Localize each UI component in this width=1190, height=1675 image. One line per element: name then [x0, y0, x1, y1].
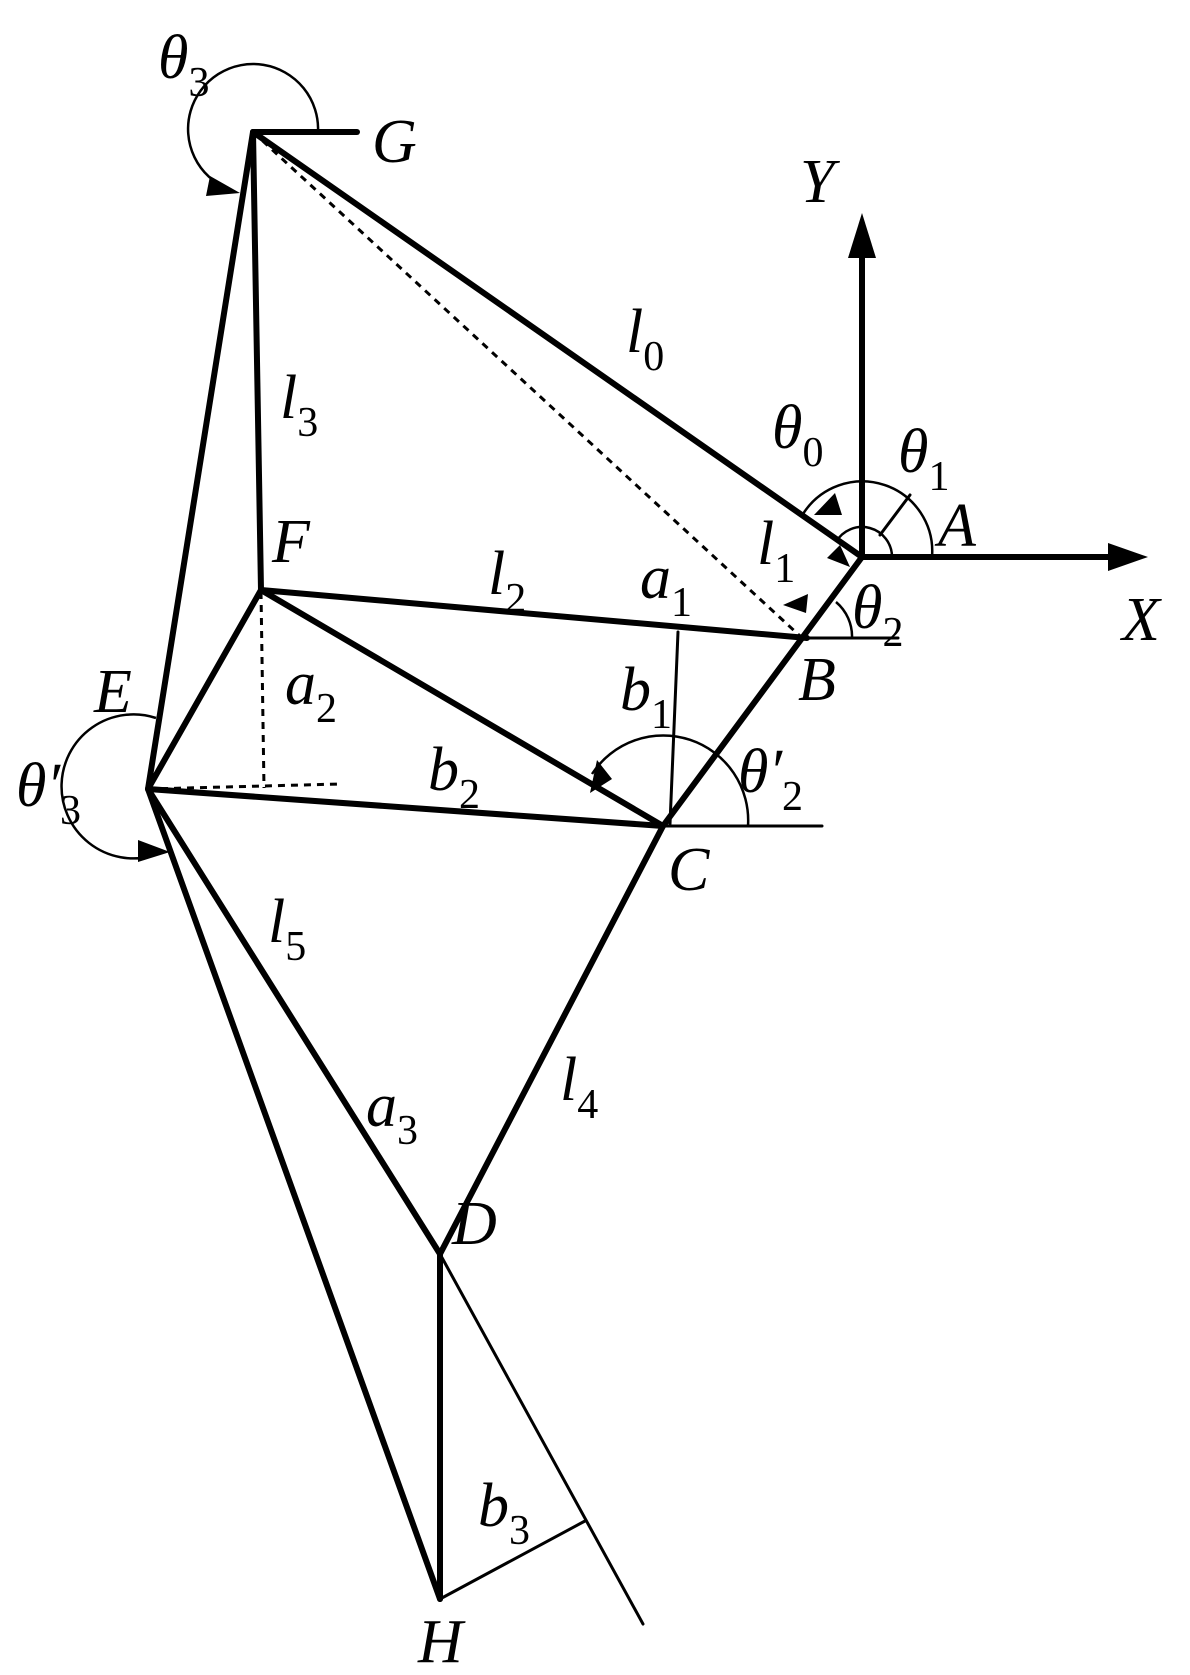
arc-theta3 — [186, 62, 320, 191]
link-l0-G-A — [250, 129, 865, 560]
linkage-bars — [145, 129, 865, 1602]
label-l0: l0 — [626, 298, 664, 380]
link-b2-E-C — [145, 786, 666, 829]
arrowhead-theta2 — [783, 594, 808, 613]
arc-theta3-prime — [60, 713, 157, 860]
x-axis-arrowhead — [1108, 543, 1148, 571]
arc-theta2 — [835, 601, 854, 639]
angle-labels: θ3 θ′3 θ′2 θ2 θ0 θ1 — [16, 24, 949, 834]
label-l3: l3 — [280, 364, 318, 446]
label-Y: Y — [800, 148, 840, 216]
construction-lines — [147, 130, 900, 1626]
label-D: D — [451, 1190, 497, 1258]
label-l4: l4 — [560, 1046, 598, 1128]
label-F: F — [271, 508, 311, 576]
label-theta2: θ2 — [852, 574, 903, 656]
arrowhead-theta3-prime — [138, 840, 170, 862]
label-a1: a1 — [640, 544, 692, 626]
line-b3-height — [438, 1519, 587, 1601]
label-H: H — [417, 1608, 466, 1675]
label-a2: a2 — [285, 650, 337, 732]
dashed-a2-height — [259, 591, 266, 789]
link-l5-E-D — [145, 786, 443, 1257]
link-E-H — [145, 786, 443, 1602]
link-labels: l0 l1 l2 l3 l4 l5 a1 a2 a3 b1 b2 b3 — [268, 298, 795, 1554]
line-D-extension — [438, 1252, 645, 1626]
link-l2-F-B — [258, 587, 810, 641]
label-l5: l5 — [268, 888, 306, 970]
link-A-C — [660, 554, 865, 829]
label-a3: a3 — [366, 1072, 418, 1154]
label-theta3: θ3 — [158, 24, 209, 106]
label-E: E — [93, 658, 132, 726]
arc-theta0 — [834, 525, 894, 558]
label-G: G — [372, 108, 417, 176]
angle-arcs — [60, 62, 934, 862]
arrowhead-theta3 — [206, 176, 240, 196]
label-C: C — [668, 836, 710, 904]
label-theta1: θ1 — [898, 418, 949, 500]
link-E-F — [145, 587, 264, 792]
arrowhead-theta0 — [814, 493, 842, 515]
label-B: B — [798, 646, 836, 714]
arrowhead-theta2-prime — [590, 760, 612, 793]
dashed-E-horizontal — [147, 782, 341, 791]
label-l2: l2 — [488, 540, 526, 622]
label-X: X — [1119, 586, 1162, 654]
label-b1: b1 — [620, 656, 672, 738]
label-l1: l1 — [757, 510, 795, 592]
coordinate-axes — [848, 213, 1148, 571]
label-theta2-prime: θ′2 — [738, 738, 803, 820]
point-labels: G F E B C D H A X Y — [93, 108, 1162, 1675]
arrowhead-at-A — [827, 545, 850, 567]
arc-theta1 — [801, 480, 934, 558]
line-b1-height — [668, 630, 680, 826]
dashed-G-B — [251, 130, 802, 638]
label-b3: b3 — [478, 1472, 530, 1554]
link-l3-G-F — [250, 129, 264, 593]
arc-theta2-prime — [590, 734, 750, 827]
pointer-theta1 — [878, 493, 912, 537]
link-l4-C-D — [437, 823, 666, 1257]
y-axis-arrowhead — [848, 213, 876, 258]
link-G-E — [145, 129, 256, 792]
label-b2: b2 — [428, 736, 480, 818]
label-A: A — [934, 492, 977, 560]
label-theta3-prime: θ′3 — [16, 752, 81, 834]
label-theta0: θ0 — [772, 394, 823, 476]
